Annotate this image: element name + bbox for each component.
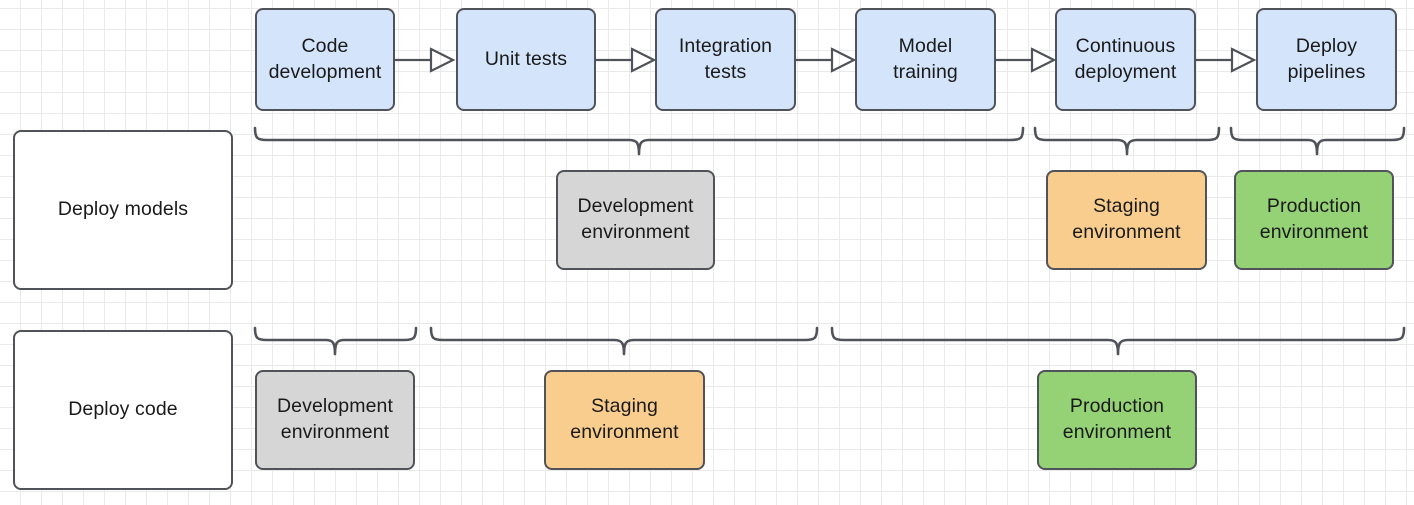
brace-deploy-models-development [253,126,1025,158]
deploy-code-development-environment[interactable]: Development environment [255,370,415,470]
arrow-connector-3 [796,47,858,73]
deploy-models-development-environment[interactable]: Development environment [556,170,715,270]
deploy-models-staging-environment[interactable]: Staging environment [1046,170,1207,270]
arrow-connector-4 [996,47,1058,73]
deploy-models-production-environment[interactable]: Production environment [1234,170,1394,270]
brace-deploy-code-staging [429,326,819,358]
arrow-connector-2 [596,47,658,73]
pipeline-step-deploy-pipelines[interactable]: Deploy pipelines [1256,8,1397,111]
pipeline-step-integration-tests[interactable]: Integration tests [655,8,796,111]
row-label-deploy-models[interactable]: Deploy models [13,130,233,290]
brace-deploy-code-development [253,326,418,358]
arrow-connector-5 [1196,47,1258,73]
pipeline-step-unit-tests[interactable]: Unit tests [456,8,596,111]
deploy-code-staging-environment[interactable]: Staging environment [544,370,705,470]
pipeline-step-model-training[interactable]: Model training [855,8,996,111]
brace-deploy-models-staging [1033,126,1221,158]
arrow-connector-1 [395,47,457,73]
brace-deploy-code-production [830,326,1406,358]
pipeline-step-code-development[interactable]: Code development [255,8,395,111]
deploy-code-production-environment[interactable]: Production environment [1037,370,1197,470]
row-label-deploy-code[interactable]: Deploy code [13,330,233,490]
brace-deploy-models-production [1229,126,1406,158]
pipeline-step-continuous-deployment[interactable]: Continuous deployment [1055,8,1196,111]
